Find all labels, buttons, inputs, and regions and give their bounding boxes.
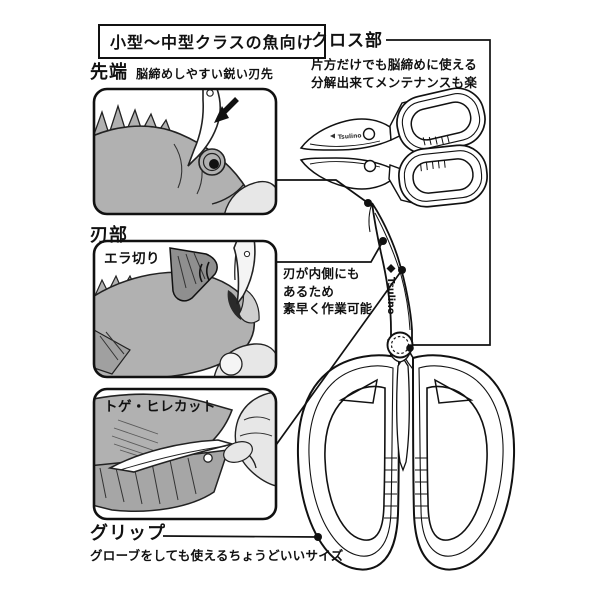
grip-heading: グリップ — [90, 523, 166, 544]
pectoral-fin — [169, 247, 218, 302]
tip-leader-line — [276, 179, 369, 204]
right-handle — [411, 354, 516, 571]
cross-heading: クロス部 — [311, 31, 383, 51]
grip-leader-line — [162, 535, 319, 538]
inner-blade-note-line-3: 素早く作業可能 — [283, 301, 373, 316]
brand-logo: Tsulino — [385, 264, 396, 315]
disassembled-scissors-illustration: Tsulino — [299, 87, 488, 208]
inner-blade-note-line-2: あるため — [283, 283, 335, 299]
main-scissors-illustration: Tsulino — [296, 202, 516, 571]
cross-note-line-1: 片方だけでも脳締めに使える — [311, 57, 478, 72]
cross-leader-line — [386, 39, 491, 346]
left-handle — [296, 354, 401, 571]
leader-lines — [162, 39, 491, 538]
scissor-half-top: Tsulino — [299, 87, 486, 155]
brand-logo-text-small: Tsulino — [338, 132, 362, 141]
grip-description: グローブをしても使えるちょうどいいサイズ — [90, 548, 344, 563]
blade-heading: 刃部 — [90, 225, 128, 246]
title-badge: 小型〜中型クラスの魚向け — [98, 24, 326, 59]
scissor-half-bottom — [299, 144, 488, 208]
tip-description: 脳締めしやすい鋭い刃先 — [136, 67, 274, 81]
fin-cut-leader-line — [275, 269, 403, 446]
fin-cut-label: トゲ・ヒレカット — [104, 399, 216, 415]
scissor-blade-in-gill — [232, 241, 256, 305]
tip-heading: 先端 — [90, 62, 128, 83]
inner-blade-leader-line — [277, 240, 384, 263]
gill-cut-label: エラ切り — [104, 251, 160, 267]
tip-example-illustration — [92, 87, 278, 216]
gill-cut-example-illustration — [92, 239, 278, 379]
tip-section-header: 先端 脳締めしやすい鋭い刃先 — [90, 58, 273, 84]
pivot-screw — [386, 331, 414, 363]
cross-note-line-2: 分解出来てメンテナンスも楽 — [311, 74, 478, 90]
brand-logo-text: Tsulino — [385, 277, 396, 315]
cross-section: クロス部 片方だけでも脳締めに使える 分解出来てメンテナンスも楽 — [311, 26, 477, 91]
inner-blade-note-line-1: 刃が内側にも — [283, 266, 360, 281]
leader-dots — [314, 199, 414, 541]
inner-blade-note: 刃が内側にも あるため 素早く作業可能 — [283, 265, 373, 318]
direction-arrow-icon — [214, 97, 239, 123]
fin-cut-example-illustration — [92, 387, 278, 521]
